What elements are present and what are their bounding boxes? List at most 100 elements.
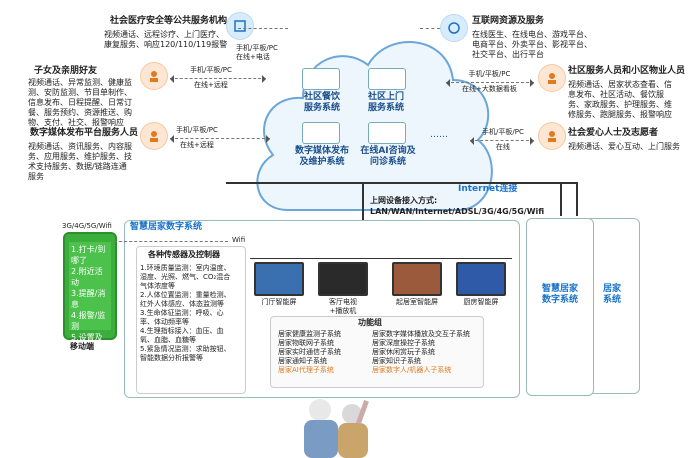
media-staff-line2: 务、应用服务、维护服务、技 (28, 152, 132, 161)
volunteer-conn-line2: 在线 (495, 143, 510, 151)
mobile-item-3[interactable]: 3.提醒/消息 (71, 289, 106, 309)
function-left-3: 居家实时通信子系统 (278, 348, 341, 356)
media-conn-line1: 手机/平板/PC (176, 126, 218, 134)
stack1-line1: 智慧居家 (541, 284, 578, 294)
media-staff-line4: 服务 (28, 172, 44, 181)
family-line5: 物、支付、社交、报警响应 (28, 118, 124, 127)
volunteer-icon (538, 122, 566, 150)
device-tv[interactable]: 客厅电视 +播放机 (314, 262, 372, 316)
function-left: 居家健康监测子系统 居家物联网子系统 居家实时通信子系统 居家通知子系统 居家A… (278, 330, 368, 375)
community-conn-line1: 手机/平板/PC (468, 70, 511, 78)
sensor-title: 各种传感器及控制器 (148, 250, 220, 259)
internet-resource-line1: 在线医生、在线电台、游戏平台、 (472, 30, 592, 39)
mobile-item-2[interactable]: 2.附近活动 (71, 267, 103, 287)
volunteer-title: 社会爱心人士及志愿者 (568, 128, 659, 138)
internet-drop-2 (576, 182, 578, 216)
stack2-label: 居家 系统 (592, 284, 632, 306)
catering-icon (302, 68, 340, 90)
device-hall-label: 门厅智能屏 (261, 298, 297, 306)
community-conn-line2: 在线+大数据看板 (462, 85, 517, 93)
mobile-screen: 1.打卡/到哪了 2.附近活动 3.提醒/消息 4.报警/监测 5.设置及操控 … (69, 242, 111, 364)
device-hall-screen[interactable]: 门厅智能屏 (250, 262, 308, 307)
home-wifi-link (114, 241, 228, 242)
media-staff-link (170, 135, 270, 143)
internet-drop-main (362, 182, 364, 220)
cloud-s2-line2: 服务系统 (367, 103, 404, 113)
internet-resource-line2: 电商平台、外卖平台、影视平台、 (472, 40, 592, 49)
community-staff-conn: 手机/平板/PC 在线+大数据看板 (462, 70, 517, 94)
sensor-line-2: 湿度、光照、燃气、CO₂混合 (140, 273, 231, 281)
family-title: 子女及亲朋好友 (34, 66, 98, 76)
device-kitchen-label: 厨房智能屏 (463, 298, 499, 306)
cloud-s1-line1: 社区餐饮 (303, 92, 340, 102)
family-conn-line2: 在线+远程 (193, 81, 228, 89)
sensor-line-8: 4.生理指标接入：血压、血 (140, 327, 224, 335)
internet-resource-title: 互联网资源及服务 (472, 16, 545, 26)
function-right-2: 居家深度操控子系统 (372, 339, 435, 347)
device-kitchen-screen[interactable]: 厨房智能屏 (452, 262, 510, 307)
community-staff-desc: 视频通话、居家状态查看、信 息发布、社区活动、餐饮服 务、家政服务、护理服务、维… (568, 80, 698, 120)
mobile-item-4[interactable]: 4.报警/监测 (71, 311, 106, 331)
family-link (170, 75, 266, 83)
home-visit-icon (368, 68, 406, 90)
function-right-5: 居家数字人/机器人子系统 (372, 366, 452, 374)
mobile-item-6: …… (71, 355, 87, 364)
mobile-item-5[interactable]: 5.设置及操控 (71, 333, 103, 353)
sensor-line-11: 智能数据分析报警等 (140, 354, 203, 362)
volunteer-link (470, 137, 534, 145)
mobile-item-1[interactable]: 1.打卡/到哪了 (71, 245, 106, 265)
sensor-list: 1.环境质量监测：室内温度、 湿度、光照、燃气、CO₂混合 气体浓度等 2.人体… (140, 264, 244, 363)
home-system-title: 智慧居家数字系统 (130, 222, 203, 232)
function-left-4: 居家通知子系统 (278, 357, 327, 365)
sensor-line-1: 1.环境质量监测：室内温度、 (140, 264, 231, 272)
community-line4: 修服务、跑腿服务、报警响应 (568, 110, 672, 119)
cloud-s4-line2: 问诊系统 (369, 157, 406, 167)
media-staff-conn: 手机/平板/PC 在线+远程 (176, 126, 218, 150)
cloud-s2-line1: 社区上门 (367, 92, 404, 102)
device-bus-line (250, 258, 512, 259)
family-conn: 手机/平板/PC 在线+远程 (190, 66, 232, 90)
family-desc: 视频通话、异常监测、健康监 测、安防监测、节目单制作、 信息发布、日程提醒、日常… (28, 78, 158, 128)
mobile-phone: 1.打卡/到哪了 2.附近活动 3.提醒/消息 4.报警/监测 5.设置及操控 … (63, 232, 117, 364)
family-icon (140, 62, 168, 90)
family-line1: 视频通话、异常监测、健康监 (28, 78, 132, 87)
function-right-3: 居家休闲赏玩子系统 (372, 348, 435, 356)
media-staff-line3: 术支持服务、数据/链路连通 (28, 162, 127, 171)
media-icon (302, 122, 340, 144)
living-screen-icon (392, 262, 442, 296)
family-line2: 测、安防监测、节目单制作、 (28, 88, 132, 97)
function-left-1: 居家健康监测子系统 (278, 330, 341, 338)
stack1-line2: 数字系统 (541, 295, 578, 305)
function-right-1: 居家数字媒体播放及交互子系统 (372, 330, 470, 338)
sensor-line-7: 率、体动频率等 (140, 318, 189, 326)
cloud-s3-line1: 数字媒体发布 (294, 146, 349, 156)
stack1-label: 智慧居家 数字系统 (530, 284, 590, 306)
device-living-label: 起居室智能屏 (396, 298, 438, 306)
internet-label: Internet连接 (458, 184, 518, 194)
sensor-line-3: 气体浓度等 (140, 282, 175, 290)
function-panel (270, 316, 484, 388)
media-staff-icon (140, 122, 168, 150)
cloud-s1-line2: 服务系统 (303, 103, 340, 113)
cloud-s3-line2: 及维护系统 (299, 157, 345, 167)
community-line1: 视频通话、居家状态查看、信 (568, 80, 672, 89)
function-right: 居家数字媒体播放及交互子系统 居家深度操控子系统 居家休闲赏玩子系统 居家知识子… (372, 330, 480, 375)
public-conn-line1: 手机/平板/PC (236, 44, 278, 52)
access-modes: LAN/WAN/Internet/ADSL/3G/4G/5G/Wifi (370, 207, 545, 216)
kitchen-screen-icon (456, 262, 506, 296)
sensor-line-6: 3.生命体征监测：呼吸、心 (140, 309, 224, 317)
elderly-couple-illustration (304, 399, 369, 458)
internet-drop-1 (560, 182, 562, 216)
device-tv-label: 客厅电视 +播放机 (329, 298, 357, 315)
hall-screen-icon (254, 262, 304, 296)
function-left-5: 居家AI代理子系统 (278, 366, 334, 374)
device-living-screen[interactable]: 起居室智能屏 (388, 262, 446, 307)
community-line2: 息发布、社区活动、餐饮服 (568, 90, 664, 99)
family-line3: 信息发布、日程提醒、日常订 (28, 98, 132, 107)
volunteer-conn: 手机/平板/PC 在线 (482, 128, 524, 152)
mobile-caption: 移动端 (70, 342, 94, 351)
sensor-panel (136, 246, 246, 394)
media-staff-line1: 视频通话、资讯服务、内容服 (28, 142, 132, 151)
public-service-line1: 视频通话、远程诊疗、上门医疗、 (104, 30, 224, 39)
public-service-link (238, 28, 288, 29)
